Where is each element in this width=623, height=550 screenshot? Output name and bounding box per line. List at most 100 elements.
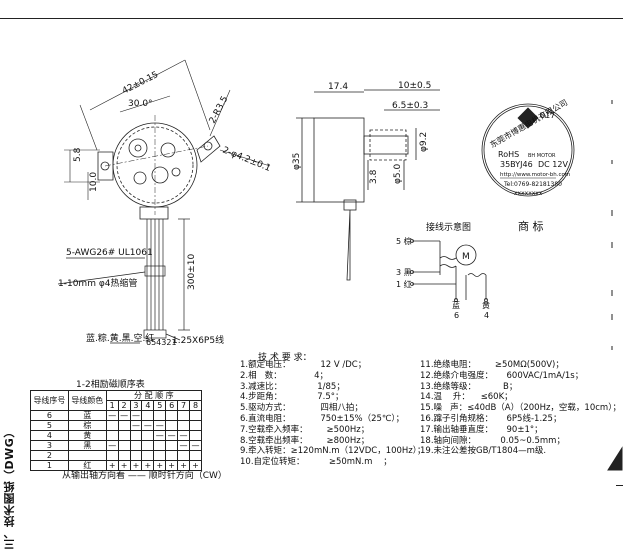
label-company: 东莞市博惠电机有限公司 [488,97,569,150]
side-view [296,89,440,281]
step-cell: 3 [129,400,143,411]
step-mark [141,430,155,441]
step-mark: — [129,420,143,431]
wiring-diagram [410,239,488,302]
step-mark [165,410,179,421]
step-cell: 6 [165,400,179,411]
step-mark: — [188,440,203,451]
mount-hole-left [100,161,110,171]
step-mark [129,450,143,461]
label-tel: Tel:0769-82181380 [503,181,562,188]
colors-label: 蓝.粽.黄.黑.空.红 [86,332,154,344]
req-line: 4.步距角： 7.5°； [240,392,344,403]
req-line: 2.相 数： 4； [240,370,329,381]
step-mark [165,420,179,431]
requirements-right: 11.绝缘电阻： ≥50MΩ(500V)； 12.绝缘介电强度： 600VAC/… [420,360,621,457]
step-mark: — [177,440,190,451]
req-line: 6.直流电阻： 750±15%（25℃）； [240,413,405,424]
dim-side-2: 10±0.5 [398,81,431,91]
right-edge-marks [607,100,623,471]
bottom-num-4: 4 [484,311,489,320]
req-line: 5.驱动方式： 四相八拍； [240,403,363,414]
label-website: http://www.motor-bh.com [500,172,570,178]
bottom-num-6: 6 [454,311,459,320]
row-color: 棕 [67,420,107,431]
row-num: 6 [30,410,69,421]
bottom-wire-yellow: 黄 [482,300,490,310]
front-dimensions [64,59,271,200]
step-mark [105,450,119,461]
req-line: 17.输出轴垂直度： 90±1°； [420,424,543,435]
dim-holes: 2-φ4.2±0.1 [221,146,272,174]
dim-angle: 30.0° [128,99,153,109]
step-mark: + [105,460,119,471]
step-mark: — [165,430,179,441]
row-num: 4 [30,430,69,441]
mount-hole-right [203,141,213,151]
step-mark: — [153,430,167,441]
dim-side-5: 3.8 [369,169,379,184]
step-mark [117,440,131,451]
motor-symbol-label: M [462,252,470,262]
motor-symbol [455,244,477,266]
product-label [481,103,575,197]
step-mark [177,420,190,431]
dim-side-3: 6.5±0.3 [392,101,428,111]
step-mark [129,440,143,451]
step-cell: 5 [153,400,167,411]
step-mark [188,450,203,461]
step-mark [153,450,167,461]
step-mark [141,410,155,421]
req-line: 19.未注公差按GB/T1804—m级. [420,446,547,457]
req-line: 10.自定位转矩： ≥50mN.m ； [240,457,392,468]
step-cell: 4 [141,400,155,411]
pin-3: 3 黑 [396,268,412,277]
requirements-left: 1.额定电压： 12 V /DC； 2.相 数： 4； 3.减速比： 1/85；… [240,360,426,468]
table-header-row: 导线序号 导线颜色 分 配 顺 序 [30,390,203,411]
table-row: 2 [30,450,203,461]
step-mark [105,430,119,441]
req-line: 14.温 升： ≤60K； [420,392,513,403]
sequence-caption: 从输出轴方向看 —— 顺时针方向（CW） [62,471,227,481]
step-mark [188,420,203,431]
logo-title: 商 标 [518,219,544,233]
label-voltage: DC 12V [538,160,568,169]
dim-small1: 5.8 [73,147,83,162]
step-mark: — [105,440,119,451]
row-color: 蓝 [67,410,107,421]
step-mark [165,450,179,461]
connector-pins: 654321 [146,338,177,347]
step-mark: — [141,420,155,431]
dim-width: 42±0.15 [121,70,160,97]
dim-side-7: φ9.2 [419,132,429,152]
req-line: 9.牵入转矩：≥120mN.m（12VDC，100Hz）； [240,446,426,457]
step-mark [105,420,119,431]
req-line: 3.减速比： 1/85； [240,381,345,392]
step-mark [188,410,203,421]
step-mark [141,440,155,451]
req-line: 16.蹿子引角规格： 6P5线-1.25； [420,413,562,424]
req-line: 13.绝缘等级： B； [420,381,518,392]
row-num: 5 [30,420,69,431]
req-line: 8.空载牵出频率： ≥800Hz； [240,435,370,446]
label-rohs: RoHS [498,150,519,159]
dim-radius: 2-R3.5 [208,95,231,126]
pin-1: 1 红 [396,279,412,289]
req-line: 1.额定电压： 12 V /DC； [240,360,367,370]
step-mark: — [129,410,143,421]
dim-side-4: φ35 [292,153,302,170]
label-serial: xxxxxxxx [514,190,543,197]
top-border [0,18,623,19]
step-mark [177,450,190,461]
lead-wires [57,218,190,344]
step-mark: — [117,410,131,421]
step-cell: 2 [117,400,131,411]
right-border [616,485,623,486]
